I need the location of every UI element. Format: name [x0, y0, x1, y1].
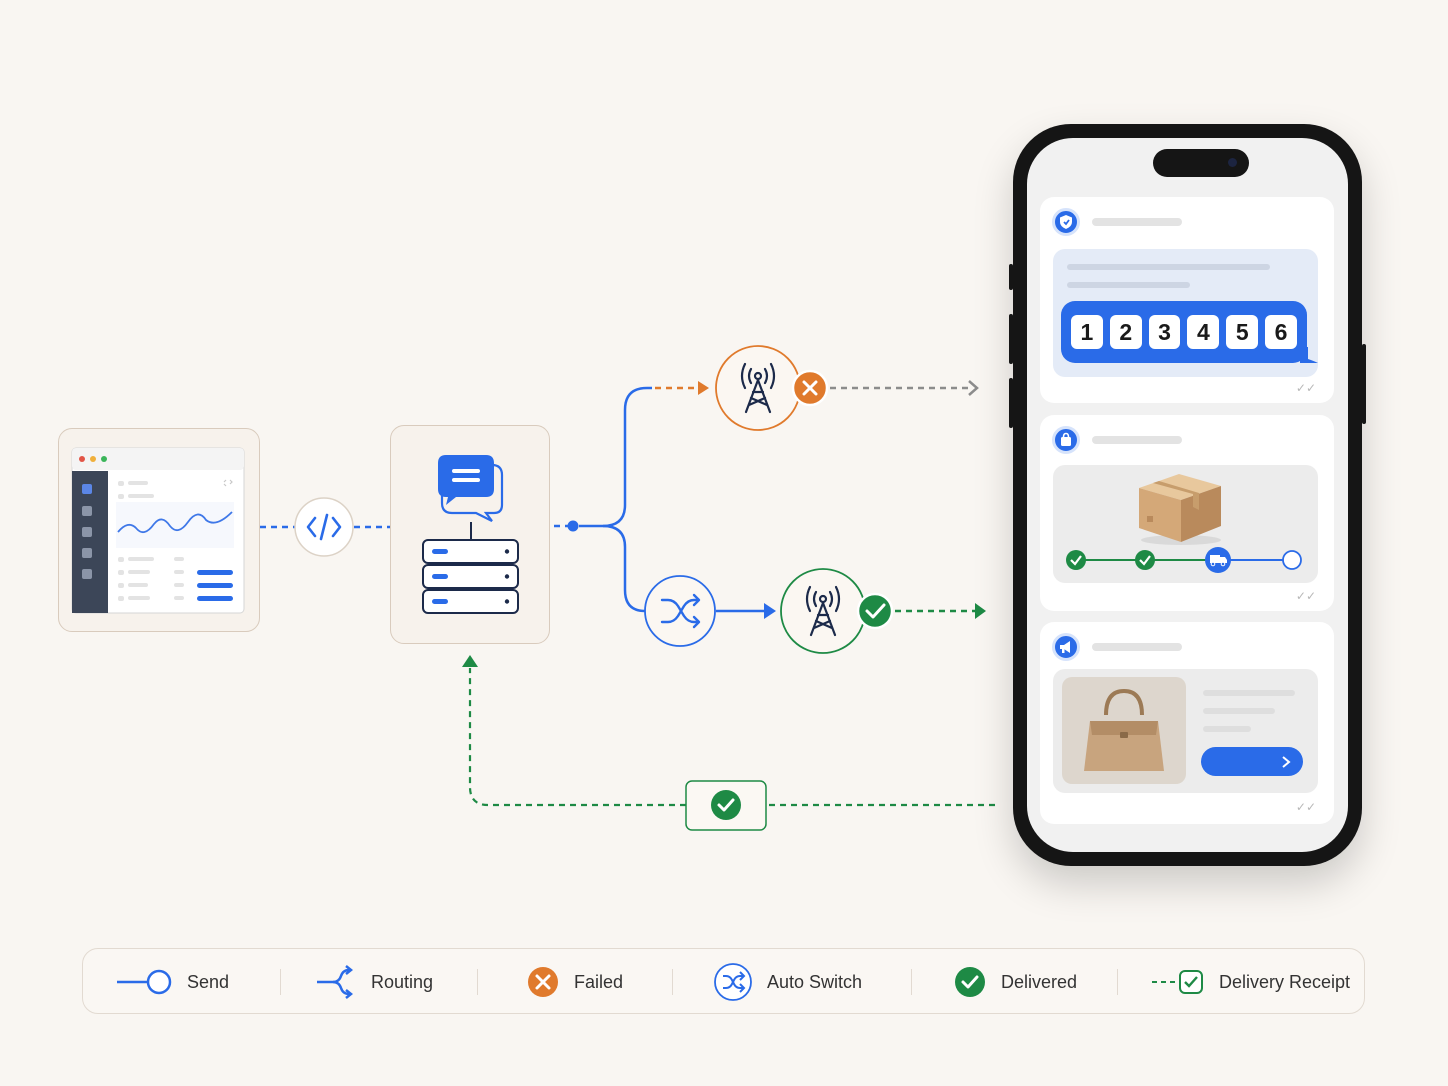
chevron-right-icon — [1282, 756, 1291, 768]
web-dashboard-icon — [71, 447, 244, 613]
receipt-path — [462, 655, 995, 831]
cell-tower-icon — [740, 362, 776, 414]
legend-label: Routing — [371, 971, 434, 992]
dashboard-node — [58, 428, 260, 632]
otp-digit: 5 — [1226, 315, 1259, 349]
smartphone: 1 2 3 4 5 6 ✓✓ — [1009, 124, 1366, 866]
legend-label: Auto Switch — [767, 971, 863, 992]
gateway-node — [390, 425, 550, 644]
otp-message-card[interactable]: 1 2 3 4 5 6 ✓✓ — [1040, 197, 1334, 403]
receipt-check-icon — [1152, 970, 1203, 994]
shipping-message-card[interactable]: ✓✓ — [1040, 415, 1334, 611]
failed-path — [655, 380, 979, 396]
legend-send: Send — [115, 949, 229, 1015]
otp-digit: 3 — [1148, 315, 1181, 349]
read-receipt-icon: ✓✓ — [1295, 589, 1316, 603]
carrier-ok-node — [780, 568, 986, 654]
carrier-failed-node — [715, 345, 829, 431]
read-receipt-icon: ✓✓ — [1295, 381, 1316, 395]
otp-digit: 1 — [1071, 315, 1103, 349]
legend-routing: Routing — [315, 949, 433, 1015]
failed-x-icon — [528, 967, 558, 997]
check-circle-icon — [955, 967, 985, 997]
routing-split-icon — [317, 965, 354, 999]
shuffle-icon — [660, 593, 701, 629]
send-line-icon — [117, 969, 172, 995]
otp-digit: 6 — [1265, 315, 1297, 349]
shopping-bag-icon — [1052, 426, 1080, 454]
shuffle-icon — [714, 963, 752, 1001]
dynamic-island — [1153, 149, 1249, 177]
legend: Send Routing Failed Auto Switch Delivere… — [82, 948, 1365, 1014]
legend-label: Delivery Receipt — [1219, 971, 1351, 992]
auto-switch-node — [644, 575, 776, 647]
legend-delivery-receipt: Delivery Receipt — [1151, 949, 1350, 1015]
tracking-progress — [1066, 547, 1302, 573]
failed-badge-icon — [791, 369, 829, 407]
routing-connector — [554, 386, 652, 613]
legend-delivered: Delivered — [953, 949, 1077, 1015]
otp-digit: 4 — [1187, 315, 1220, 349]
legend-label: Failed — [574, 971, 624, 992]
read-receipt-icon: ✓✓ — [1295, 800, 1316, 814]
api-node — [294, 497, 354, 557]
megaphone-icon — [1052, 633, 1080, 661]
handbag-icon — [1062, 677, 1186, 784]
legend-label: Delivered — [1001, 971, 1078, 992]
package-box-icon — [1139, 474, 1221, 545]
promo-message-card[interactable]: ✓✓ — [1040, 622, 1334, 824]
shield-icon — [1052, 208, 1080, 236]
cta-button[interactable] — [1201, 747, 1303, 776]
legend-failed: Failed — [526, 949, 623, 1015]
phone-screen: 1 2 3 4 5 6 ✓✓ — [1027, 138, 1348, 852]
code-brackets-icon — [306, 513, 342, 541]
legend-label: Send — [187, 971, 230, 992]
delivered-badge-icon — [856, 592, 894, 630]
chat-server-icon — [421, 454, 519, 614]
cell-tower-icon — [805, 585, 841, 637]
otp-digit: 2 — [1109, 315, 1142, 349]
legend-auto-switch: Auto Switch — [713, 949, 862, 1015]
otp-code-bubble: 1 2 3 4 5 6 — [1061, 301, 1307, 363]
